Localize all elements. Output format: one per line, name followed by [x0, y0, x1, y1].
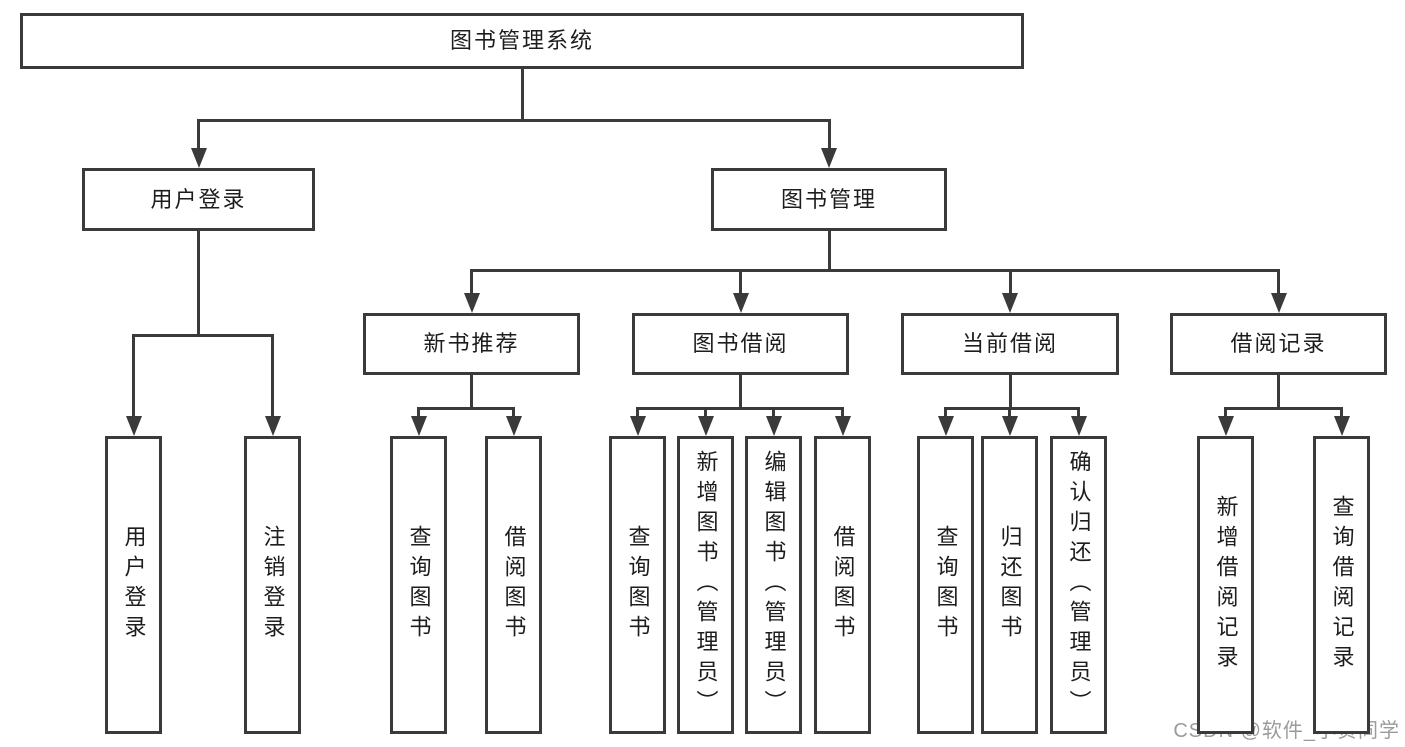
connector-branch — [636, 406, 844, 410]
node-label-leaf-return-book: 归还图书 — [997, 525, 1023, 645]
arrow-down-icon — [732, 293, 749, 313]
connector-branch — [417, 406, 515, 410]
node-leaf-query-book-1: 查询图书 — [390, 436, 447, 734]
arrow-down-icon — [1001, 416, 1018, 436]
node-label-leaf-query-book-2: 查询图书 — [625, 525, 651, 645]
arrow-down-icon — [821, 148, 837, 168]
connector-branch — [470, 268, 1280, 272]
node-leaf-borrow-book-1: 借阅图书 — [485, 436, 542, 734]
node-leaf-query-record: 查询借阅记录 — [1313, 436, 1370, 734]
node-label-leaf-query-book-1: 查询图书 — [406, 525, 432, 645]
node-leaf-add-record: 新增借阅记录 — [1197, 436, 1254, 734]
connector-trunk — [1277, 375, 1280, 408]
node-label-new-book-rec: 新书推荐 — [423, 331, 520, 356]
node-leaf-edit-book: 编辑图书（管理员） — [745, 436, 802, 734]
connector-stem — [197, 120, 200, 150]
connector-stem — [1008, 270, 1012, 295]
arrow-down-icon — [190, 148, 207, 168]
connector-branch — [197, 118, 831, 122]
arrow-down-icon — [937, 416, 954, 436]
connector-trunk — [1008, 375, 1012, 408]
node-label-leaf-borrow-book-2: 借阅图书 — [830, 525, 856, 645]
node-leaf-add-book: 新增图书（管理员） — [677, 436, 734, 734]
connector-stem — [772, 408, 775, 418]
connector-stem — [1008, 408, 1011, 418]
arrow-down-icon — [697, 416, 714, 436]
node-leaf-borrow-book-2: 借阅图书 — [814, 436, 871, 734]
connector-stem — [1340, 408, 1343, 418]
connector-stem — [1224, 408, 1227, 418]
connector-stem — [827, 120, 831, 150]
connector-stem — [470, 270, 473, 295]
node-new-book-rec: 新书推荐 — [363, 313, 580, 375]
connector-trunk — [827, 231, 831, 270]
node-label-leaf-edit-book: 编辑图书（管理员） — [761, 450, 787, 720]
connector-trunk — [470, 375, 473, 408]
arrow-down-icon — [629, 416, 646, 436]
node-leaf-user-login: 用户登录 — [105, 436, 162, 734]
connector-stem — [271, 335, 274, 418]
node-label-book-borrow: 图书借阅 — [692, 331, 789, 356]
node-book-borrow: 图书借阅 — [632, 313, 849, 375]
connector-stem — [512, 408, 515, 418]
connector-trunk — [739, 375, 742, 408]
node-label-user-login: 用户登录 — [150, 186, 247, 212]
node-current-borrow: 当前借阅 — [901, 313, 1119, 375]
arrow-down-icon — [1070, 416, 1087, 436]
connector-stem — [417, 408, 420, 418]
node-leaf-logout: 注销登录 — [244, 436, 301, 734]
node-root: 图书管理系统 — [20, 13, 1024, 69]
node-label-leaf-add-record: 新增借阅记录 — [1213, 495, 1239, 675]
arrow-down-icon — [125, 416, 142, 436]
node-borrow-record: 借阅记录 — [1170, 313, 1387, 375]
connector-branch — [132, 333, 274, 337]
arrow-down-icon — [410, 416, 427, 436]
node-label-leaf-confirm-return: 确认归还（管理员） — [1066, 450, 1092, 720]
node-label-leaf-add-book: 新增图书（管理员） — [693, 450, 719, 720]
node-label-leaf-logout: 注销登录 — [260, 525, 286, 645]
connector-branch — [1224, 406, 1343, 410]
connector-trunk — [520, 69, 524, 120]
node-leaf-return-book: 归还图书 — [981, 436, 1038, 734]
arrow-down-icon — [765, 416, 782, 436]
arrow-down-icon — [463, 293, 480, 313]
node-label-leaf-borrow-book-1: 借阅图书 — [501, 525, 527, 645]
connector-stem — [1077, 408, 1080, 418]
connector-stem — [1277, 270, 1280, 295]
node-label-current-borrow: 当前借阅 — [961, 331, 1058, 356]
connector-trunk — [197, 231, 200, 335]
node-label-leaf-query-book-3: 查询图书 — [933, 525, 959, 645]
connector-stem — [636, 408, 639, 418]
arrow-down-icon — [1270, 293, 1287, 313]
node-label-leaf-query-record: 查询借阅记录 — [1329, 495, 1355, 675]
node-leaf-confirm-return: 确认归还（管理员） — [1050, 436, 1107, 734]
connector-stem — [944, 408, 947, 418]
arrow-down-icon — [1333, 416, 1350, 436]
arrow-down-icon — [1002, 293, 1018, 313]
node-leaf-query-book-3: 查询图书 — [917, 436, 974, 734]
node-label-leaf-user-login: 用户登录 — [121, 525, 147, 645]
arrow-down-icon — [264, 416, 281, 436]
arrow-down-icon — [1217, 416, 1234, 436]
node-label-book-mgmt: 图书管理 — [780, 186, 877, 212]
arrow-down-icon — [834, 416, 851, 436]
node-leaf-query-book-2: 查询图书 — [609, 436, 666, 734]
connector-stem — [132, 335, 135, 418]
node-label-borrow-record: 借阅记录 — [1230, 331, 1327, 356]
node-user-login: 用户登录 — [82, 168, 315, 231]
connector-stem — [841, 408, 844, 418]
arrow-down-icon — [505, 416, 522, 436]
node-book-mgmt: 图书管理 — [711, 168, 947, 231]
connector-stem — [704, 408, 707, 418]
connector-stem — [739, 270, 742, 295]
connector-branch — [944, 406, 1080, 410]
node-label-root: 图书管理系统 — [449, 28, 594, 53]
